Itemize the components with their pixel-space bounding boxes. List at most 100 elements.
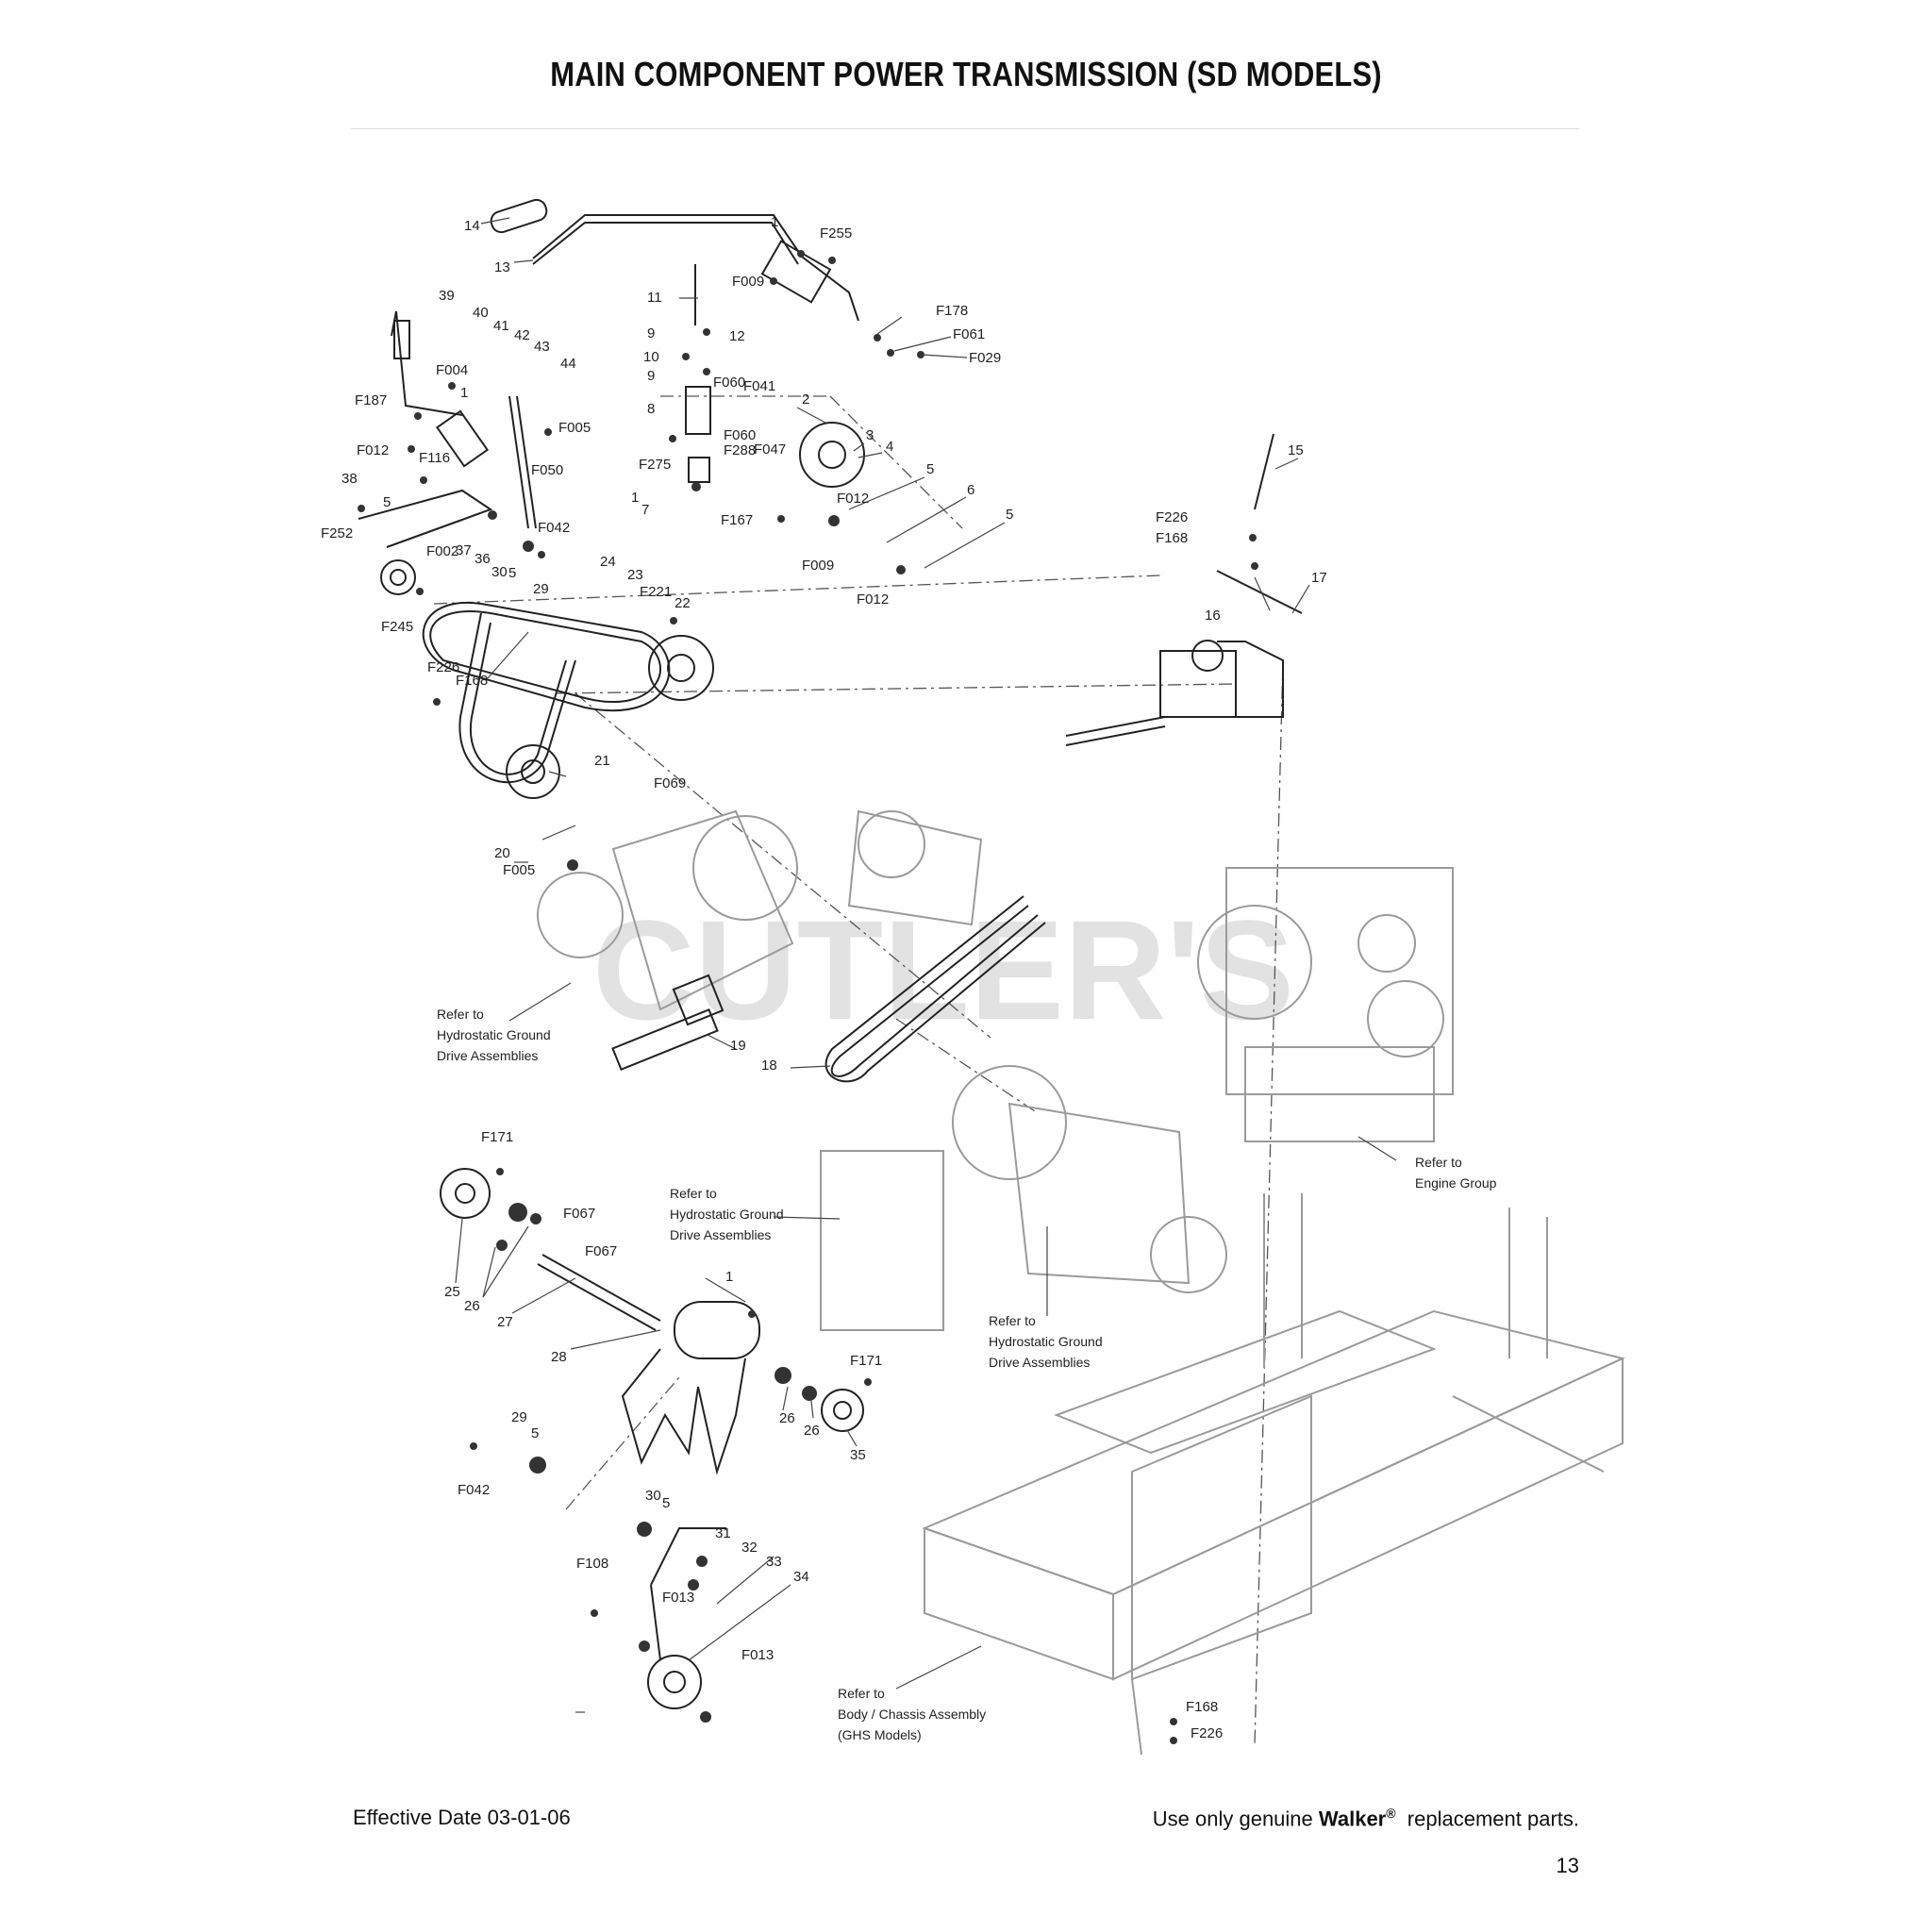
callout-label: 20 bbox=[494, 845, 510, 861]
callout-label: F041 bbox=[743, 378, 775, 394]
callout-label: 34 bbox=[793, 1569, 809, 1585]
reference-leaders bbox=[508, 982, 1397, 1690]
pulleys bbox=[380, 422, 1224, 1709]
callout-label: F012 bbox=[357, 442, 389, 458]
callout-label: 42 bbox=[514, 327, 530, 343]
shift-lever bbox=[490, 198, 859, 322]
callout-label: F042 bbox=[458, 1482, 490, 1498]
callout-label: F029 bbox=[969, 350, 1001, 366]
callout-label: 5 bbox=[508, 565, 516, 581]
registered-mark: ® bbox=[1386, 1806, 1396, 1821]
callout-label: F005 bbox=[503, 862, 535, 878]
chassis-frame bbox=[922, 1193, 1625, 1756]
watermark: CUTLER'S bbox=[592, 891, 1294, 1049]
page-title: MAIN COMPONENT POWER TRANSMISSION (SD MO… bbox=[550, 55, 1382, 93]
lever-assembly-left bbox=[358, 310, 537, 548]
assembly-lines bbox=[433, 395, 1284, 1746]
callout-label: 41 bbox=[493, 318, 509, 334]
callout-label: F171 bbox=[481, 1129, 513, 1145]
callout-label: F012 bbox=[837, 491, 869, 507]
callout-leaders bbox=[455, 217, 1310, 1713]
ref-hydro-1-line3: Drive Assemblies bbox=[437, 1048, 538, 1063]
callout-label: F226 bbox=[427, 659, 459, 675]
spring-and-gearbox bbox=[685, 264, 1303, 746]
callout-label: 4 bbox=[886, 439, 893, 455]
callout-label: F067 bbox=[563, 1206, 595, 1222]
callout-label: F168 bbox=[1156, 530, 1188, 546]
callout-label: F042 bbox=[538, 520, 570, 536]
callout-label: 18 bbox=[761, 1058, 777, 1074]
effective-date: Effective Date 03-01-06 bbox=[353, 1806, 571, 1829]
callout-label: F060 bbox=[724, 427, 756, 443]
ref-hydro-2-line3: Drive Assemblies bbox=[670, 1227, 771, 1242]
callout-label: 17 bbox=[1311, 570, 1327, 586]
callout-label: F004 bbox=[436, 362, 468, 378]
callout-label: 16 bbox=[1205, 608, 1221, 624]
callout-label: F171 bbox=[850, 1353, 882, 1369]
callout-label: F252 bbox=[321, 525, 353, 541]
callout-label: 14 bbox=[464, 218, 480, 234]
callout-label: 13 bbox=[494, 259, 510, 275]
hydrostatic-units-outline bbox=[537, 809, 1227, 1331]
callout-label: 38 bbox=[341, 471, 358, 487]
callout-label: F005 bbox=[558, 420, 591, 436]
ref-hydro-3-line1: Refer to bbox=[989, 1313, 1036, 1328]
engine-outline bbox=[1197, 867, 1454, 1142]
callout-label: 8 bbox=[647, 401, 655, 417]
ref-hydro-3-line3: Drive Assemblies bbox=[989, 1355, 1090, 1370]
callout-label: 35 bbox=[850, 1447, 866, 1463]
callout-label: F060 bbox=[713, 375, 745, 391]
callout-label: 9 bbox=[647, 368, 655, 384]
callout-label: 3 bbox=[866, 427, 874, 443]
callout-label: F187 bbox=[355, 392, 387, 408]
ref-hydro-1-line1: Refer to bbox=[437, 1007, 484, 1022]
callout-label: 43 bbox=[534, 339, 550, 355]
callout-label: F013 bbox=[741, 1647, 774, 1663]
hardware-dots bbox=[358, 250, 1258, 1744]
callout-label: 5 bbox=[926, 461, 934, 477]
callout-label: F167 bbox=[721, 512, 753, 528]
callout-label: F002 bbox=[426, 543, 458, 559]
notice-prefix: Use only genuine bbox=[1152, 1807, 1313, 1831]
callout-label: 33 bbox=[766, 1554, 782, 1570]
callout-label: F061 bbox=[953, 326, 985, 342]
callout-label: F168 bbox=[1186, 1699, 1218, 1715]
callout-label: 5 bbox=[1006, 507, 1013, 523]
callout-label: 6 bbox=[967, 482, 974, 498]
callout-label: 5 bbox=[531, 1425, 539, 1441]
callout-label: 27 bbox=[497, 1314, 513, 1330]
callout-label: 15 bbox=[1288, 442, 1304, 458]
callout-label: F116 bbox=[419, 450, 450, 466]
callout-label: F108 bbox=[576, 1556, 608, 1572]
ref-hydro-3-line2: Hydrostatic Ground bbox=[989, 1334, 1103, 1349]
callout-label: 28 bbox=[551, 1349, 567, 1365]
callout-label: F255 bbox=[820, 225, 852, 242]
callout-label: 32 bbox=[741, 1540, 758, 1556]
callout-label: 11 bbox=[647, 290, 662, 306]
callout-label: 30 bbox=[645, 1488, 661, 1504]
callout-label: F009 bbox=[802, 558, 834, 574]
callout-label: F275 bbox=[639, 457, 671, 473]
callout-label: F050 bbox=[531, 462, 563, 478]
ref-hydro-2-line2: Hydrostatic Ground bbox=[670, 1207, 784, 1222]
brand-name: Walker bbox=[1318, 1807, 1387, 1831]
callout-label: F069 bbox=[654, 775, 686, 791]
ref-hydro-1-line2: Hydrostatic Ground bbox=[437, 1027, 551, 1042]
callout-labels: 14 13 1 F255 F009 11 F178 F061 F029 9 12… bbox=[321, 214, 1327, 1741]
callout-label: 1 bbox=[771, 214, 778, 230]
callout-label: F288 bbox=[724, 442, 756, 458]
callout-label: 10 bbox=[643, 349, 659, 365]
callout-label: 37 bbox=[456, 542, 472, 558]
callout-label: 29 bbox=[511, 1409, 527, 1425]
callout-label: F178 bbox=[936, 303, 968, 319]
callout-label: 29 bbox=[533, 581, 549, 597]
callout-label: 5 bbox=[662, 1495, 670, 1511]
callout-label: 12 bbox=[729, 328, 745, 344]
callout-label: 30 bbox=[491, 564, 508, 580]
